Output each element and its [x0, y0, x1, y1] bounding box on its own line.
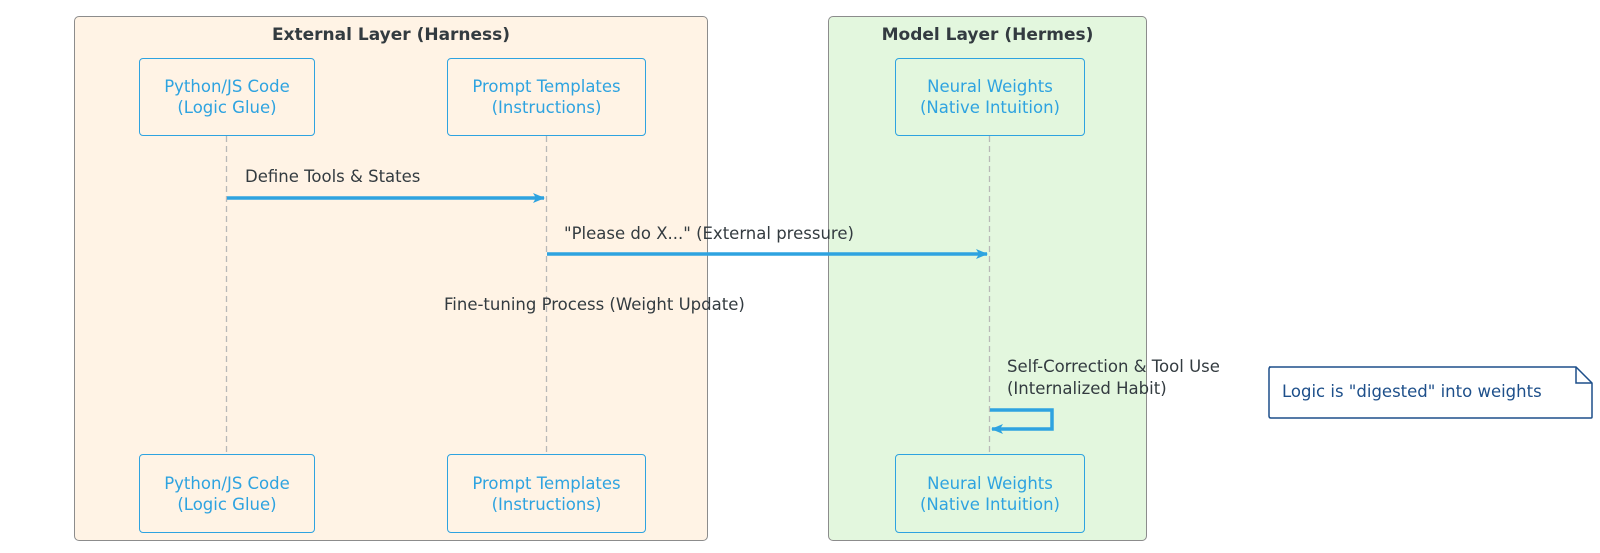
participant-code-line1: Python/JS Code [164, 77, 290, 96]
message-self-correction-line1: Self-Correction & Tool Use [1007, 357, 1220, 376]
message-self-correction-line2: (Internalized Habit) [1007, 379, 1167, 398]
note-shape [1268, 366, 1593, 419]
participant-weights-line2: (Native Intuition) [920, 98, 1060, 117]
note-text: Logic is "digested" into weights [1282, 382, 1542, 401]
participant-weights-top: Neural Weights (Native Intuition) [895, 58, 1085, 136]
participant-prompts-line1: Prompt Templates [472, 77, 621, 96]
external-layer-group: External Layer (Harness) [74, 16, 708, 541]
external-layer-title: External Layer (Harness) [271, 25, 511, 45]
participant-code-line1: Python/JS Code [164, 473, 290, 493]
participant-weights-bottom: Neural Weights (Native Intuition) [895, 454, 1085, 533]
participant-code-bottom: Python/JS Code (Logic Glue) [139, 454, 315, 533]
participant-code-line2: (Logic Glue) [177, 494, 277, 514]
divider-fine-tuning: Fine-tuning Process (Weight Update) [444, 295, 745, 314]
note-folded-corner [1575, 367, 1592, 384]
participant-prompts-line1: Prompt Templates [472, 473, 621, 493]
participant-weights-line1: Neural Weights [927, 77, 1053, 96]
participant-prompts-top: Prompt Templates (Instructions) [447, 58, 646, 136]
message-define-tools: Define Tools & States [245, 167, 421, 186]
participant-weights-line2: (Native Intuition) [920, 494, 1060, 514]
message-please-do: "Please do X..." (External pressure) [564, 224, 854, 243]
participant-code-top: Python/JS Code (Logic Glue) [139, 58, 315, 136]
participant-prompts-line2: (Instructions) [491, 494, 602, 514]
model-layer-group: Model Layer (Hermes) [828, 16, 1147, 541]
arrow-self-correction [990, 408, 1054, 434]
participant-prompts-bottom: Prompt Templates (Instructions) [447, 454, 646, 533]
participant-weights-line1: Neural Weights [927, 473, 1053, 493]
model-layer-title: Model Layer (Hermes) [881, 25, 1094, 45]
participant-code-line2: (Logic Glue) [177, 98, 277, 117]
participant-prompts-line2: (Instructions) [491, 98, 602, 117]
